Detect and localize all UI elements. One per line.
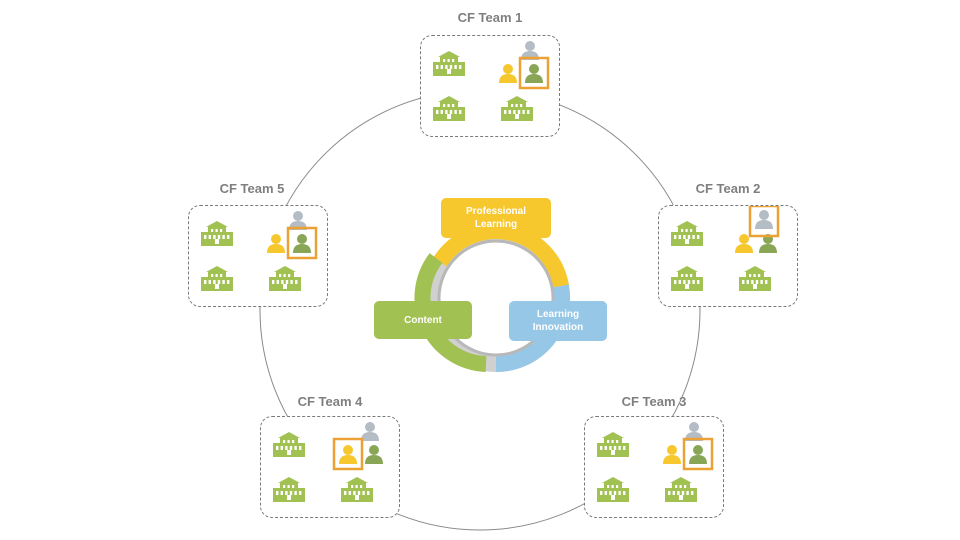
team-5-box: [188, 205, 328, 307]
school-building-icon: [665, 477, 697, 502]
school-building-icon: [201, 221, 233, 246]
green-person-icon: [365, 445, 383, 464]
school-building-icon: [273, 477, 305, 502]
team-3-box: [584, 416, 724, 518]
green-person-icon: [293, 234, 311, 253]
center-cycle-ring: [414, 223, 571, 373]
team-1-label: CF Team 1: [457, 10, 523, 25]
green-person-icon: [525, 64, 543, 83]
highlight-frame: [682, 437, 714, 471]
yellow-person-icon: [663, 445, 681, 464]
team-2-label: CF Team 2: [695, 181, 761, 196]
team-1-box: [420, 35, 560, 137]
school-building-icon: [341, 477, 373, 502]
content-pill: Content: [374, 301, 472, 339]
professional-learning-pill: Professional Learning: [441, 198, 551, 238]
school-building-icon: [671, 266, 703, 291]
yellow-person-icon: [339, 445, 357, 464]
school-building-icon: [201, 266, 233, 291]
team-5-label: CF Team 5: [219, 181, 285, 196]
school-building-icon: [273, 432, 305, 457]
yellow-person-icon: [267, 234, 285, 253]
school-building-icon: [671, 221, 703, 246]
professional-learning-label: Professional Learning: [465, 206, 527, 230]
highlight-frame: [332, 437, 364, 471]
school-building-icon: [269, 266, 301, 291]
highlight-frame: [518, 56, 550, 90]
green-person-icon: [689, 445, 707, 464]
yellow-person-icon: [499, 64, 517, 83]
school-building-icon: [597, 477, 629, 502]
learning-innovation-label: Learning Innovation: [532, 309, 584, 333]
team-4-label: CF Team 4: [297, 394, 363, 409]
school-building-icon: [501, 96, 533, 121]
content-label: Content: [404, 314, 442, 326]
gray-person-icon: [755, 210, 773, 229]
highlight-frame: [286, 226, 318, 260]
highlight-frame: [748, 206, 780, 238]
team-4-box: [260, 416, 400, 518]
yellow-person-icon: [735, 234, 753, 253]
gray-person-icon: [361, 422, 379, 441]
school-building-icon: [739, 266, 771, 291]
school-building-icon: [433, 96, 465, 121]
team-2-box: [658, 205, 798, 307]
learning-innovation-pill: Learning Innovation: [509, 301, 607, 341]
team-3-label: CF Team 3: [621, 394, 687, 409]
school-building-icon: [597, 432, 629, 457]
school-building-icon: [433, 51, 465, 76]
